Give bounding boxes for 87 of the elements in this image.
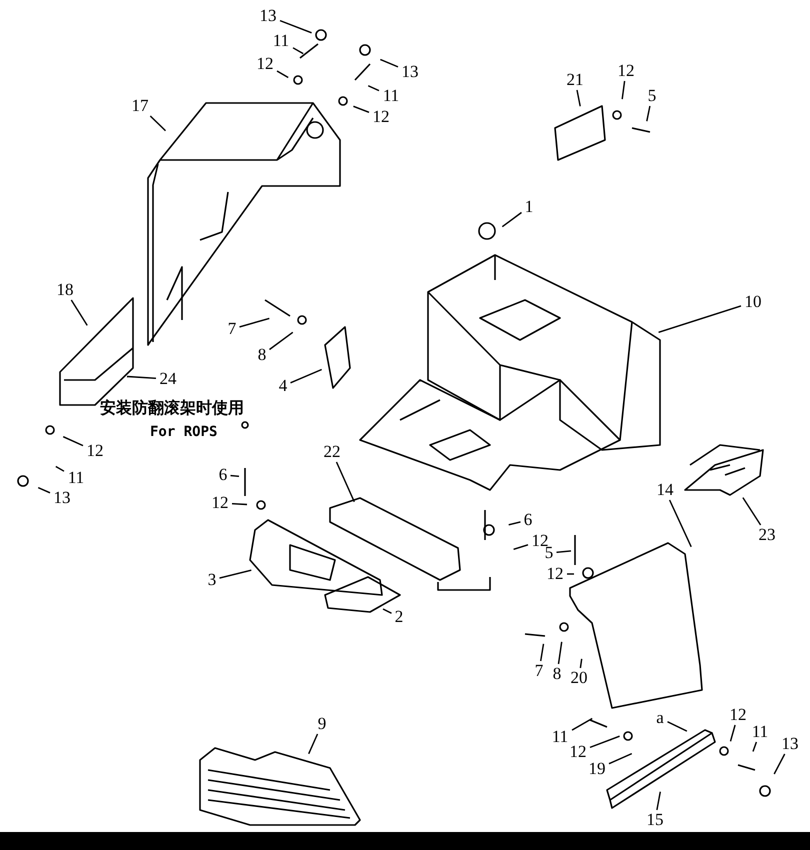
callout-number: 13 bbox=[257, 7, 279, 25]
callout-number: 8 bbox=[550, 665, 564, 683]
leader-line bbox=[150, 116, 166, 132]
leader-line bbox=[556, 550, 572, 553]
leader-line bbox=[269, 332, 294, 350]
leader-line bbox=[380, 58, 398, 68]
callout-number: 15 bbox=[644, 811, 666, 829]
callout-number: 11 bbox=[749, 723, 771, 741]
leader-line bbox=[353, 106, 370, 113]
callout-number: 6 bbox=[522, 511, 534, 529]
callout-number: 11 bbox=[549, 728, 571, 746]
leader-line bbox=[590, 736, 620, 748]
callout-number: 11 bbox=[380, 87, 402, 105]
callout-number: 9 bbox=[316, 715, 328, 733]
callout-number: 12 bbox=[370, 108, 392, 126]
leader-line bbox=[667, 721, 688, 732]
callout-number: 23 bbox=[756, 526, 778, 544]
leader-line bbox=[668, 500, 692, 548]
leader-line bbox=[70, 300, 88, 326]
callout-number: 21 bbox=[564, 71, 586, 89]
leader-line bbox=[382, 608, 392, 614]
leader-line bbox=[656, 792, 661, 810]
callout-number: 18 bbox=[54, 281, 76, 299]
callout-number: 7 bbox=[532, 662, 546, 680]
note-text: For ROPS bbox=[150, 424, 218, 440]
callout-number: 24 bbox=[157, 370, 179, 388]
callout-number: 12 bbox=[727, 706, 749, 724]
callout-number: a bbox=[654, 709, 666, 727]
leader-line bbox=[55, 466, 64, 472]
leader-line bbox=[540, 644, 544, 662]
callout-number: 6 bbox=[216, 466, 230, 484]
callout-number: 1 bbox=[522, 198, 536, 216]
callout-number: 20 bbox=[568, 669, 590, 687]
callout-number: 10 bbox=[742, 293, 764, 311]
leader-line bbox=[567, 573, 574, 575]
callout-number: 12 bbox=[567, 743, 589, 761]
callout-number: 12 bbox=[254, 55, 276, 73]
leader-line bbox=[576, 90, 581, 106]
callout-number: 13 bbox=[779, 735, 801, 753]
leader-line bbox=[230, 474, 240, 477]
leader-line bbox=[336, 462, 355, 502]
leader-line bbox=[276, 70, 289, 78]
callout-number: 12 bbox=[544, 565, 566, 583]
callout-number: 12 bbox=[84, 442, 106, 460]
callout-number: 11 bbox=[65, 469, 87, 487]
leader-line bbox=[774, 754, 786, 774]
leader-line bbox=[622, 80, 626, 100]
note-text: 安装防翻滚架时使用 bbox=[100, 398, 244, 419]
callout-number: 17 bbox=[129, 97, 151, 115]
leader-line bbox=[513, 544, 528, 550]
callout-number: 4 bbox=[276, 377, 290, 395]
leader-line bbox=[502, 212, 522, 228]
callout-number: 5 bbox=[542, 544, 556, 562]
leader-line bbox=[646, 106, 651, 122]
leader-line bbox=[219, 570, 252, 579]
leader-line bbox=[752, 742, 758, 752]
leader-line bbox=[232, 503, 248, 506]
leader-line bbox=[368, 85, 380, 92]
leader-line bbox=[239, 318, 270, 328]
callout-number: 12 bbox=[209, 494, 231, 512]
leader-line bbox=[742, 497, 762, 526]
leader-line bbox=[280, 20, 312, 34]
leader-line bbox=[308, 734, 318, 754]
leader-line bbox=[292, 47, 304, 54]
leader-line bbox=[126, 376, 156, 379]
callout-number: 8 bbox=[256, 346, 268, 364]
leader-line bbox=[558, 642, 562, 664]
leader-line bbox=[580, 658, 582, 668]
leader-line bbox=[608, 752, 632, 764]
callout-number: 11 bbox=[270, 32, 292, 50]
leader-line bbox=[62, 436, 84, 446]
leader-line bbox=[290, 368, 322, 384]
callout-number: 5 bbox=[646, 87, 658, 105]
leader-line bbox=[730, 724, 736, 742]
callout-number: 2 bbox=[392, 608, 406, 626]
callout-number: 19 bbox=[586, 760, 608, 778]
leader-line bbox=[508, 521, 521, 526]
callout-number: 7 bbox=[226, 320, 238, 338]
leader-line bbox=[38, 486, 50, 494]
callout-number: 14 bbox=[654, 481, 676, 499]
callout-number: 12 bbox=[615, 62, 637, 80]
leader-line bbox=[572, 718, 593, 731]
leader-line bbox=[658, 305, 742, 333]
callout-number: 13 bbox=[399, 63, 421, 81]
callout-number: 13 bbox=[51, 489, 73, 507]
callout-number: 22 bbox=[321, 443, 343, 461]
callout-number: 3 bbox=[206, 571, 218, 589]
